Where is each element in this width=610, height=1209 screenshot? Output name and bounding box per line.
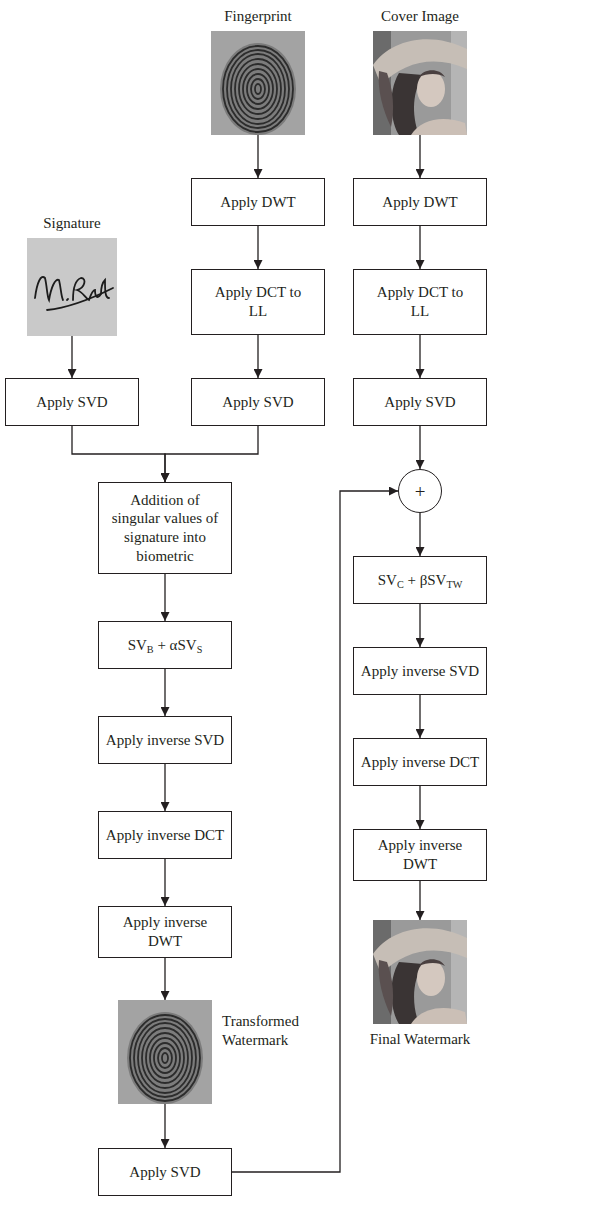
connector-arrow (165, 426, 258, 482)
connector-arrow (257, 335, 258, 378)
process-box: Apply DCT to LL (191, 269, 325, 335)
connector-arrow (257, 135, 258, 178)
process-box: Apply inverse DWT (353, 829, 487, 881)
box-label: Apply inverse SVD (361, 662, 479, 681)
box-label: Apply inverse DCT (106, 826, 224, 845)
connector-arrow (164, 669, 165, 716)
process-box: SVC + βSVTW (353, 556, 487, 604)
image-node: Final Watermark (373, 920, 467, 1024)
box-label: Apply DCT to LL (210, 283, 306, 321)
box-label: Apply inverse DCT (361, 753, 479, 772)
subscript: S (197, 644, 203, 655)
box-label: Apply inverse DWT (105, 913, 225, 951)
box-label: Apply DWT (220, 193, 295, 212)
fingerprint-image (211, 31, 305, 135)
cover-image (373, 31, 467, 135)
box-label: Apply DCT to LL (372, 283, 468, 321)
signature-image (27, 238, 117, 336)
process-box: Apply SVD (191, 378, 325, 426)
connector-arrow (419, 695, 420, 738)
image-node: Transformed Watermark (118, 1000, 212, 1104)
box-label: Apply SVD (36, 393, 107, 412)
subscript: T (446, 579, 452, 590)
box-label: Apply SVD (384, 393, 455, 412)
connector-arrow (164, 574, 165, 621)
image-node: Cover Image (373, 31, 467, 135)
image-caption: Fingerprint (224, 7, 292, 26)
box-label: Apply SVD (129, 1163, 200, 1182)
connector-arrow (72, 426, 165, 482)
image-caption: Signature (43, 214, 101, 233)
final-watermark-image (373, 920, 467, 1024)
connector-arrow (419, 426, 420, 469)
box-label: Apply inverse SVD (106, 731, 224, 750)
image-node: Signature (27, 238, 117, 336)
process-box: Apply DWT (353, 178, 487, 226)
subscript: W (453, 579, 463, 590)
process-box: Apply SVD (5, 378, 139, 426)
process-box: Apply DWT (191, 178, 325, 226)
box-label: Apply SVD (222, 393, 293, 412)
box-label: Addition of singular values of signature… (105, 491, 225, 566)
connector-arrow (164, 764, 165, 811)
process-box: Apply SVD (353, 378, 487, 426)
connector-arrow (419, 226, 420, 269)
process-box: Apply inverse SVD (353, 647, 487, 695)
transformed-watermark-image (118, 1000, 212, 1104)
process-box: SVB + αSVS (98, 621, 232, 669)
connector-arrow (164, 958, 165, 1000)
box-label: SVB + αSVS (128, 636, 203, 655)
box-label: SVC + βSVTW (378, 571, 463, 590)
connector-arrow (419, 513, 420, 556)
connector-arrow (419, 135, 420, 178)
process-box: Apply inverse SVD (98, 716, 232, 764)
connector-arrow (71, 336, 72, 378)
sum-circle: + (398, 469, 442, 513)
operator-symbol: + (415, 482, 426, 501)
connector-arrow (164, 859, 165, 906)
box-label: Apply inverse DWT (360, 836, 480, 874)
connector-arrow (419, 786, 420, 829)
image-caption: Transformed Watermark (222, 1012, 314, 1050)
process-box: Apply DCT to LL (353, 269, 487, 335)
box-label: Apply DWT (382, 193, 457, 212)
connector-arrow (419, 604, 420, 647)
connector-arrow (257, 226, 258, 269)
image-node: Fingerprint (211, 31, 305, 135)
process-box: Apply inverse DCT (353, 738, 487, 786)
process-box: Addition of singular values of signature… (98, 482, 232, 574)
connector-arrow (164, 1104, 165, 1148)
process-box: Apply SVD (98, 1148, 232, 1196)
process-box: Apply inverse DCT (98, 811, 232, 859)
image-caption: Cover Image (381, 7, 459, 26)
subscript: B (147, 644, 154, 655)
connector-arrow (419, 335, 420, 378)
connector-arrow (419, 881, 420, 920)
process-box: Apply inverse DWT (98, 906, 232, 958)
image-caption: Final Watermark (370, 1030, 471, 1049)
subscript: C (397, 579, 404, 590)
